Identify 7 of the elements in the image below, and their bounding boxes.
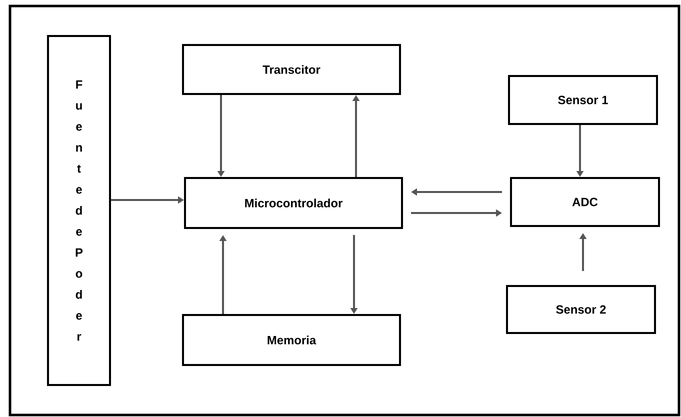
process-box: Microcontrolador [184, 177, 403, 229]
process-box: ADC [510, 177, 660, 227]
process-box: Sensor 1 [508, 75, 658, 125]
vertical-text-box: Fuente de Poder [47, 35, 111, 386]
process-box: Sensor 2 [506, 285, 656, 334]
process-box: Transcitor [182, 44, 401, 95]
process-box: Memoria [182, 314, 401, 366]
